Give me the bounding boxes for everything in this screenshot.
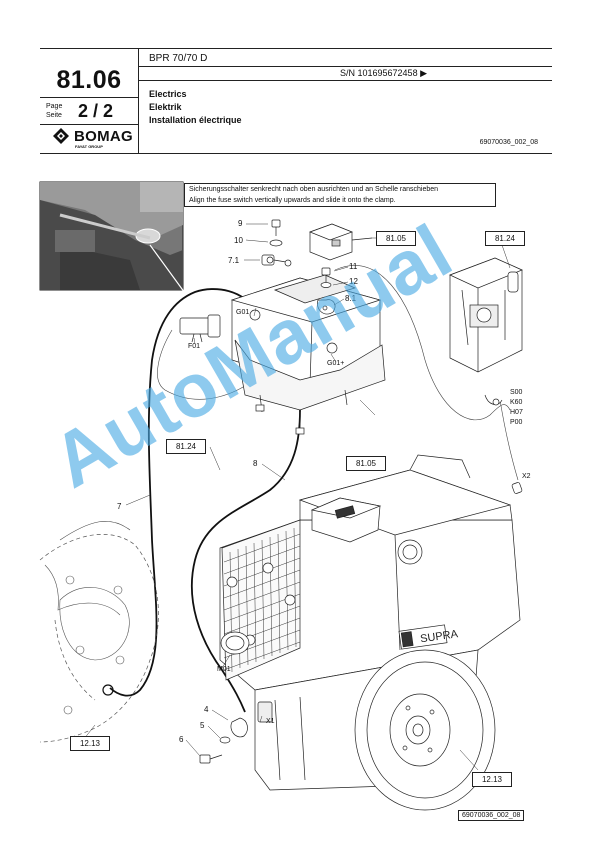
- exploded-wiring-diagram: SUPRA: [39, 181, 523, 811]
- header-rule: [40, 97, 138, 98]
- page-label: Page Seite: [46, 103, 63, 119]
- title-en: Electrics: [149, 89, 187, 99]
- part-label: 7.1: [228, 256, 240, 265]
- part-label: G01+: [327, 360, 345, 367]
- battery-assembly: [230, 274, 386, 435]
- brand-name: BOMAG: [74, 127, 133, 145]
- note-german: Sicherungsschalter senkrecht nach oben a…: [189, 186, 439, 193]
- engine-brand-label: SUPRA: [419, 628, 459, 645]
- header-rule: [138, 66, 552, 67]
- header-divider: [138, 49, 139, 153]
- ref-box-8124-left: 81.24: [166, 439, 206, 454]
- part-label: 4: [204, 705, 209, 714]
- part-label: 6: [179, 735, 184, 744]
- ref-box-1213-right: 12.13: [472, 772, 512, 787]
- page-fraction: 2 / 2: [78, 101, 114, 121]
- part-label: 11: [349, 262, 358, 271]
- serial-number: S/N 101695672458 ▶: [340, 68, 427, 78]
- brand-sub: FAYAT GROUP: [75, 144, 103, 149]
- hardware-bottom: [199, 701, 273, 764]
- document-header: 81.06 Page Seite 2 / 2 BOMAG FAYAT GROUP…: [40, 48, 552, 154]
- part-label: G01: [236, 309, 250, 316]
- bomag-diamond-icon: [53, 128, 69, 144]
- note-english: Align the fuse switch vertically upwards…: [189, 197, 396, 204]
- document-reference: 69070036_002_08: [479, 139, 538, 146]
- ref-box-8105-top: 81.05: [376, 231, 416, 246]
- part-label: 5: [200, 721, 205, 730]
- part-label: X2: [522, 473, 531, 480]
- ref-box-1213-left: 12.13: [70, 736, 110, 751]
- figure-reference: 69070036_002_08: [458, 810, 525, 821]
- part-label: M01: [217, 666, 231, 673]
- part-label: 8.1: [345, 294, 357, 303]
- flywheel-housing: [39, 534, 159, 743]
- part-label: 9: [238, 219, 243, 228]
- ref-box-8105-mid: 81.05: [346, 456, 386, 471]
- shroud-grille: [223, 527, 301, 673]
- part-label: P00: [510, 419, 523, 426]
- part-label: S00: [510, 389, 523, 396]
- fan-pulley: [354, 649, 496, 811]
- part-label: 7: [117, 502, 122, 511]
- bomag-logo: BOMAG FAYAT GROUP: [52, 127, 133, 149]
- part-label: 12: [349, 277, 358, 286]
- connector-box: [309, 223, 373, 261]
- hardware-top: [261, 219, 292, 267]
- photo-inset: [39, 181, 191, 301]
- part-label: X1: [266, 718, 275, 725]
- part-label: F01: [188, 343, 201, 350]
- thin-cables: [59, 265, 519, 541]
- header-rule: [138, 80, 552, 81]
- hardware-right: [317, 267, 336, 315]
- part-label: 8: [253, 459, 258, 468]
- part-label: H07: [510, 409, 523, 416]
- fuse-holder: [179, 314, 221, 343]
- fuse-switch-note: Sicherungsschalter senkrecht nach oben a…: [184, 183, 496, 207]
- part-label: K60: [510, 399, 523, 406]
- header-rule: [40, 124, 138, 125]
- section-number: 81.06: [56, 66, 122, 94]
- control-housing: [449, 257, 523, 406]
- ref-box-8124-right: 81.24: [485, 231, 525, 246]
- part-label: 10: [234, 236, 243, 245]
- title-fr: Installation électrique: [149, 115, 242, 125]
- title-de: Elektrik: [149, 102, 182, 112]
- model-name: BPR 70/70 D: [149, 53, 208, 64]
- flywheel-housing-detail: [44, 564, 130, 715]
- plug-x2: [511, 482, 523, 494]
